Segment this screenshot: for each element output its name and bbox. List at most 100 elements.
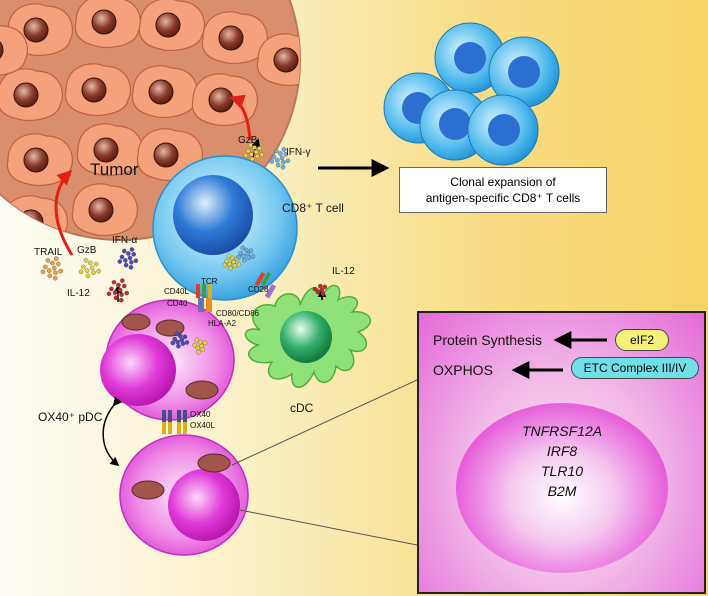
cytokine-dot xyxy=(93,261,99,267)
ifn-kill-arrow xyxy=(229,94,252,141)
ifn-gamma-label: IFN-γ xyxy=(286,147,311,158)
gene-tlr10: TLR10 xyxy=(540,463,584,479)
cytokine-dot xyxy=(53,270,58,275)
cytokine-dot xyxy=(58,268,63,274)
cytokine-dot xyxy=(119,297,124,303)
cytokine-dot xyxy=(106,291,112,297)
cytokine-dot xyxy=(133,258,139,264)
tumor-mass xyxy=(0,0,301,241)
hla-a2-label: HLA-A2 xyxy=(208,319,237,328)
cytokine-dot xyxy=(228,265,233,271)
tumor-cell xyxy=(131,65,199,119)
cytokine-dot xyxy=(174,331,180,337)
cytokine-dot xyxy=(78,269,84,275)
cytokine-dot xyxy=(81,264,86,270)
cytokine-dot xyxy=(250,254,256,259)
tumor-cell xyxy=(6,133,74,187)
cytokine-dot xyxy=(259,152,265,158)
cytokine-dot xyxy=(318,283,323,289)
cytokine-dot xyxy=(131,252,136,257)
cytokine-dot xyxy=(244,247,249,253)
cytokine-dot xyxy=(196,349,201,355)
cytokine-dot xyxy=(117,287,123,293)
cytokine-dot xyxy=(245,148,251,154)
il12-left-label: IL-12 xyxy=(67,288,90,299)
cytokine-dot xyxy=(170,340,176,346)
cytokine-dot xyxy=(248,142,253,148)
cytokine-dot xyxy=(129,247,135,252)
cytokine-dot xyxy=(83,258,89,263)
cytokine-dot xyxy=(96,268,101,274)
cytokine-dot xyxy=(246,255,252,260)
cytokine-dot xyxy=(54,256,59,261)
cd8-tcell xyxy=(152,155,298,301)
cytokine-dot xyxy=(279,155,285,161)
cytokine-dot xyxy=(249,152,254,157)
cytokine-dot xyxy=(232,263,238,268)
cytokine-dot xyxy=(91,270,96,275)
cytokine-dot xyxy=(252,145,257,150)
cytokine-dot xyxy=(238,250,243,256)
cytokine-dot xyxy=(126,251,131,256)
cytokine-dot xyxy=(89,265,95,271)
pdc-upper xyxy=(100,299,235,421)
cytokine-dot xyxy=(51,265,57,271)
tumor-cell xyxy=(0,68,64,122)
cytokine-dot xyxy=(123,258,128,263)
cytokine-dot xyxy=(230,255,235,261)
cytokine-dot xyxy=(280,165,286,170)
cd40l-label: CD40L xyxy=(164,287,189,296)
cytokine-dot xyxy=(278,151,283,156)
cytokine-dot xyxy=(236,262,242,267)
trail-kill-arrow xyxy=(54,169,74,256)
cytokine-dot xyxy=(224,258,229,264)
gene-tnfrsf12a: TNFRSF12A xyxy=(521,423,603,439)
etc-complex-pill: ETC Complex III/IV xyxy=(571,357,699,379)
tcr-label: TCR xyxy=(201,277,218,286)
tumor-cell xyxy=(191,73,259,127)
cytokine-dot xyxy=(202,340,208,346)
cytokine-dot xyxy=(322,284,328,290)
tumor-cell xyxy=(138,0,206,52)
cytokine-dot xyxy=(113,295,119,301)
cytokine-dot xyxy=(84,268,90,273)
cytokine-dot xyxy=(119,292,124,297)
ox40-label: OX40 xyxy=(190,410,211,419)
cytokine-dot xyxy=(88,260,93,266)
cytokine-dot xyxy=(180,341,186,346)
cytokine-dot xyxy=(199,343,205,349)
ifn-alpha-label: IFN-α xyxy=(112,235,138,246)
cytokine-dot xyxy=(124,290,129,296)
inset-connector-top xyxy=(231,379,418,466)
cd28-label: CD28 xyxy=(248,285,269,294)
ox40-pdc-label: OX40⁺ pDC xyxy=(38,410,103,424)
cytokine-dot xyxy=(85,273,91,279)
clonal-expansion-box: Clonal expansion of antigen-specific CD8… xyxy=(399,167,607,213)
tumor-cell xyxy=(64,63,132,117)
cytokine-dot xyxy=(50,260,55,266)
cytokine-dot xyxy=(222,262,228,268)
cytokine-dot xyxy=(112,290,118,295)
cytokine-dot xyxy=(179,337,185,343)
cytokine-dot xyxy=(281,160,286,165)
cytokine-dot xyxy=(231,259,237,265)
cytokine-dot xyxy=(242,257,247,263)
cytokine-dot xyxy=(172,336,177,342)
cytokine-dot xyxy=(53,275,58,281)
cytokine-dot xyxy=(281,147,287,152)
cytokine-dot xyxy=(122,283,127,289)
synapse-receptors xyxy=(196,271,277,312)
cd40-label: CD40 xyxy=(167,299,188,308)
cytokine-dots xyxy=(40,142,328,355)
cytokine-dot xyxy=(271,154,277,160)
il12-right-label: IL-12 xyxy=(332,266,355,277)
cytokine-dot xyxy=(283,152,288,157)
cd80-cd86-label: CD80/CD86 xyxy=(216,309,260,318)
cytokine-dot xyxy=(192,342,198,348)
cytokine-dot xyxy=(240,245,246,251)
cytokine-dot xyxy=(275,158,280,163)
cytokine-dot xyxy=(243,153,249,158)
cytokine-dot xyxy=(109,286,114,292)
tumor-cell xyxy=(71,183,139,237)
